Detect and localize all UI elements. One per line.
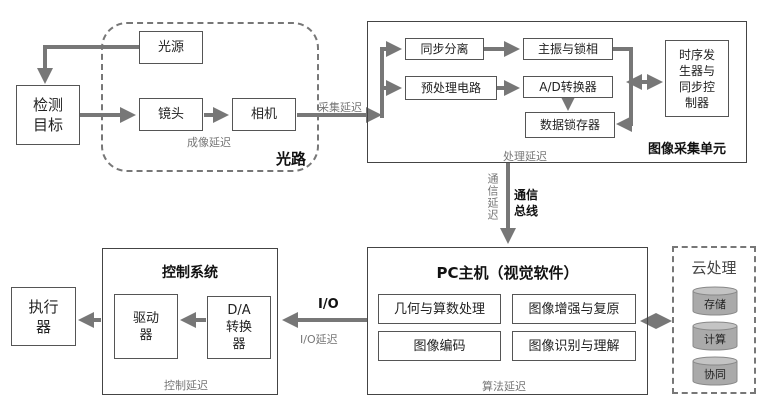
light-source-box: 光源 — [139, 31, 203, 64]
ad-converter-label: A/D转换器 — [539, 79, 597, 94]
pc-module-geometry: 几何与算数处理 — [378, 294, 501, 324]
lens-box: 镜头 — [139, 98, 203, 131]
pc-module-geometry-label: 几何与算数处理 — [393, 301, 485, 317]
pc-module-enhancement-label: 图像增强与复原 — [528, 301, 620, 317]
preprocessing-label: 预处理电路 — [420, 80, 481, 95]
pc-module-enhancement: 图像增强与复原 — [512, 294, 636, 324]
cloud-compute-cylinder: 计算 — [692, 321, 738, 351]
comm-bus-title-line2: 总线 — [514, 204, 539, 218]
cloud-collab-cylinder: 协同 — [692, 356, 738, 386]
comm-bus-title-line1: 通信 — [514, 188, 539, 202]
comm-bus-title: 通信 总线 — [514, 187, 538, 219]
cloud-title: 云处理 — [691, 259, 737, 277]
imaging-delay-label: 成像延迟 — [187, 136, 231, 149]
driver-label-line1: 驱动 — [132, 310, 159, 326]
cloud-region — [672, 246, 756, 394]
timing-line4: 制器 — [684, 95, 709, 110]
ad-converter-box: A/D转换器 — [523, 76, 613, 98]
cloud-collab-label: 协同 — [704, 368, 726, 381]
sync-separation-label: 同步分离 — [420, 41, 469, 56]
timing-controller-box: 时序发 生器与 同步控 制器 — [665, 40, 729, 117]
camera-label: 相机 — [250, 107, 277, 122]
target-label-line1: 检测 — [32, 96, 63, 114]
da-label-line1: D/A — [227, 303, 251, 318]
da-label-line3: 器 — [232, 337, 246, 352]
driver-box: 驱动 器 — [114, 294, 178, 359]
image-acquisition-title: 图像采集单元 — [648, 142, 727, 157]
io-delay-label: I/O延迟 — [300, 333, 338, 346]
processing-delay-label: 处理延迟 — [503, 150, 547, 163]
data-latch-label: 数据锁存器 — [539, 117, 600, 132]
algorithm-delay-label: 算法延迟 — [482, 380, 526, 393]
timing-line2: 生器与 — [678, 63, 715, 78]
pc-host-region — [367, 247, 648, 395]
da-converter-box: D/A 转换 器 — [207, 296, 271, 359]
acquisition-delay-label: 采集延迟 — [318, 101, 362, 114]
pc-module-recognition-label: 图像识别与理解 — [528, 338, 620, 354]
timing-line1: 时序发 — [678, 47, 715, 62]
driver-label-line2: 器 — [139, 327, 153, 343]
optical-path-title: 光路 — [276, 150, 307, 168]
pc-module-encoding: 图像编码 — [378, 331, 501, 361]
optical-path-region — [101, 22, 319, 172]
cloud-storage-cylinder: 存储 — [692, 286, 738, 316]
preprocessing-box: 预处理电路 — [405, 76, 497, 100]
light-source-label: 光源 — [157, 40, 184, 55]
cloud-compute-label: 计算 — [704, 333, 726, 346]
data-latch-box: 数据锁存器 — [525, 112, 615, 138]
comm-delay-label: 通信延迟 — [486, 173, 499, 221]
timing-line3: 同步控 — [678, 79, 715, 94]
sync-separation-box: 同步分离 — [405, 38, 484, 60]
master-osc-box: 主振与锁相 — [523, 38, 613, 60]
actuator-label-line1: 执行 — [28, 297, 59, 316]
cylinder-icon — [692, 356, 738, 386]
cylinder-icon — [692, 286, 738, 316]
lens-label: 镜头 — [157, 107, 184, 122]
arrow-to-sync — [380, 41, 402, 118]
da-label-line2: 转换 — [225, 320, 252, 335]
pc-module-recognition: 图像识别与理解 — [512, 331, 636, 361]
pc-module-encoding-label: 图像编码 — [413, 338, 466, 354]
pc-host-title: PC主机（视觉软件） — [436, 264, 579, 282]
target-box: 检测 目标 — [16, 85, 80, 145]
target-label-line2: 目标 — [32, 116, 63, 134]
control-system-region — [102, 248, 278, 395]
control-delay-label: 控制延迟 — [164, 379, 208, 392]
camera-box: 相机 — [232, 98, 296, 131]
actuator-box: 执行 器 — [11, 287, 76, 346]
cloud-storage-label: 存储 — [704, 298, 726, 311]
image-acquisition-unit — [367, 21, 747, 163]
control-system-title: 控制系统 — [162, 265, 218, 281]
io-title: I/O — [318, 297, 339, 312]
master-osc-label: 主振与锁相 — [537, 41, 598, 56]
cylinder-icon — [692, 321, 738, 351]
actuator-label-line2: 器 — [35, 317, 51, 336]
